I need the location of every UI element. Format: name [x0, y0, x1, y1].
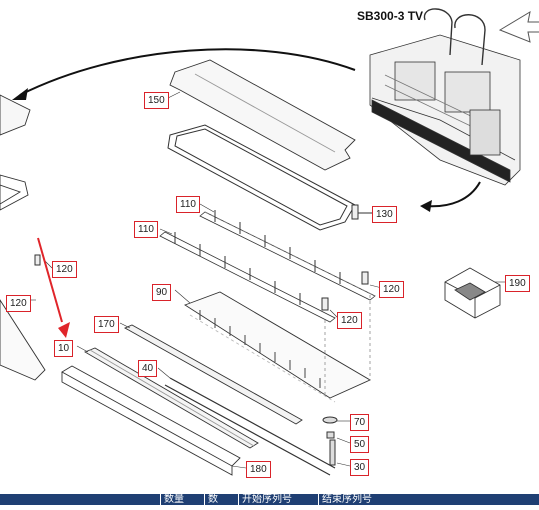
part-180-bar: [61, 365, 241, 476]
part-90-plate: [183, 291, 371, 403]
part-130-bolt: [351, 204, 372, 220]
col-qty: 数量: [160, 494, 204, 505]
callout-170: 170: [94, 316, 119, 333]
leader-lines: [30, 91, 505, 469]
callout-120-middle: 120: [337, 312, 362, 329]
plate-posts: [199, 310, 321, 388]
part-170-strip: [123, 324, 303, 425]
callout-110-lower: 110: [134, 221, 158, 238]
callout-50: 50: [350, 436, 370, 453]
gasket-frame: [167, 124, 356, 231]
callout-10: 10: [54, 340, 74, 357]
part-40-rod: [164, 377, 336, 476]
pins: [174, 210, 341, 305]
callout-130: 130: [372, 206, 397, 223]
col-end-serial: 结束序列号: [318, 494, 407, 505]
left-lower-plate: [0, 299, 46, 381]
col-start-serial: 开始序列号: [238, 494, 317, 505]
callout-30: 30: [350, 459, 370, 476]
curved-arrow-right: [424, 181, 481, 208]
callout-40: 40: [138, 360, 158, 377]
part-150-plate: [169, 59, 356, 171]
table-header-bar: [0, 494, 539, 505]
part-10-bar: [83, 347, 259, 449]
part-30-screw: [329, 439, 336, 466]
callout-120-far-left: 120: [6, 295, 31, 312]
part-110-rail-upper: [199, 211, 376, 301]
callout-190: 190: [505, 275, 530, 292]
callout-150: 150: [144, 92, 169, 109]
part-120-standoffs: [34, 254, 369, 311]
part-70-50-hardware: [322, 416, 338, 439]
callout-120-right: 120: [379, 281, 404, 298]
callout-180: 180: [246, 461, 271, 478]
outline-arrow: [498, 10, 539, 43]
curved-arrow-right-head: [420, 200, 432, 212]
col-count: 数: [204, 494, 238, 505]
curved-arrow-left-head: [12, 88, 28, 100]
callout-120-left: 120: [52, 261, 77, 278]
part-190-box: [444, 267, 501, 319]
left-partial-plate: [0, 94, 31, 211]
curved-arrow-left: [19, 48, 356, 96]
callout-110-upper: 110: [176, 196, 200, 213]
model-title: SB300-3 TV: [357, 9, 424, 23]
callout-90: 90: [152, 284, 172, 301]
part-110-rail-lower: [159, 231, 336, 323]
machine-assembly: [369, 8, 521, 186]
callout-70: 70: [350, 414, 370, 431]
red-pointer-arrow: [37, 237, 70, 338]
